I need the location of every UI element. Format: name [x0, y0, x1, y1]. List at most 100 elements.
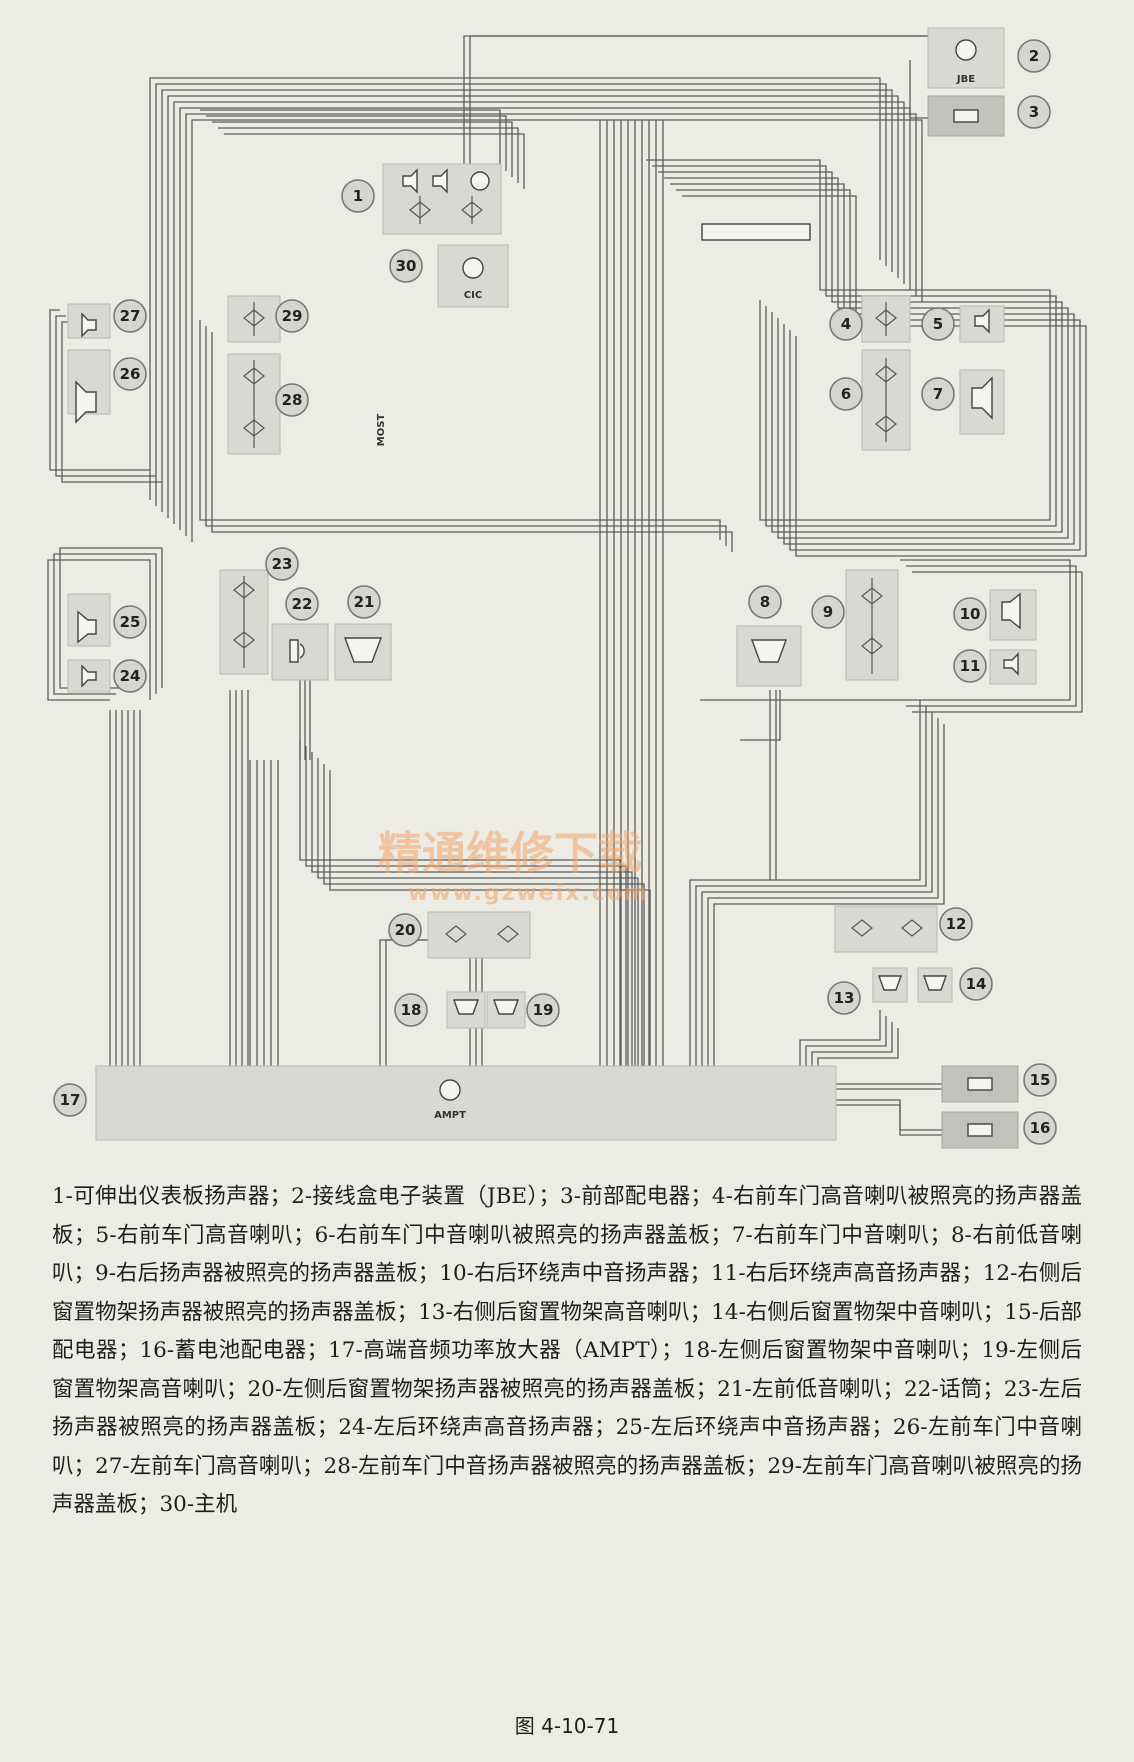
callout-number: 17	[60, 1091, 81, 1109]
callout-number: 11	[960, 657, 981, 675]
callout-circle	[347, 585, 381, 619]
speaker-icon	[75, 380, 97, 424]
wire	[149, 77, 881, 500]
watermark-title: 精通维修下载	[378, 828, 642, 879]
connector-icon	[701, 223, 811, 241]
callout-number: 23	[272, 555, 293, 573]
amplifier-box	[95, 1065, 837, 1141]
callout-13: 13	[827, 981, 861, 1015]
speaker-icon	[974, 308, 990, 334]
callout-number: 15	[1030, 1071, 1051, 1089]
lamp-icon	[861, 578, 883, 674]
callout-circle	[829, 307, 863, 341]
callout-30: 30	[389, 249, 423, 283]
callout-number: 19	[533, 1001, 554, 1019]
wire	[652, 165, 1057, 527]
microphone-icon	[289, 639, 305, 663]
speaker-icon	[402, 168, 418, 194]
callout-circle	[959, 967, 993, 1001]
callout-number: 29	[282, 307, 303, 325]
wire	[299, 740, 621, 1066]
most-bus-label: MOST	[376, 414, 387, 447]
callout-number: 21	[354, 593, 375, 611]
lamp-icon	[243, 302, 265, 336]
callout-number: 6	[841, 385, 851, 403]
wire	[469, 35, 934, 165]
rs-shelf-cover-box	[834, 905, 938, 953]
callout-22: 22	[285, 587, 319, 621]
callout-number: 8	[760, 593, 770, 611]
lamp-icon	[461, 196, 483, 224]
wire	[199, 320, 721, 540]
callout-circle	[953, 597, 987, 631]
motor-icon	[470, 171, 490, 191]
callout-26: 26	[113, 357, 147, 391]
wire	[317, 758, 639, 1084]
component-boxes	[67, 27, 1037, 1149]
wire	[185, 113, 917, 536]
callout-circle	[939, 907, 973, 941]
callout-circle	[921, 377, 955, 411]
wire	[664, 177, 1069, 539]
wire	[689, 700, 921, 1066]
callout-20: 20	[388, 913, 422, 947]
callout-8: 8	[748, 585, 782, 619]
callout-circle	[388, 913, 422, 947]
callout-circle	[113, 659, 147, 693]
head-unit-label: CIC	[464, 290, 482, 301]
wire	[49, 309, 150, 471]
callout-18: 18	[394, 993, 428, 1027]
wire	[695, 706, 927, 1072]
wire	[218, 127, 519, 183]
wire	[646, 159, 1051, 521]
speaker-icon	[77, 610, 97, 644]
wire	[329, 770, 651, 1096]
callout-number: 2	[1029, 47, 1039, 65]
jbe-icon	[955, 39, 977, 61]
wire	[212, 121, 513, 177]
callout-number: 28	[282, 391, 303, 409]
wire	[912, 571, 1083, 713]
lamp-icon	[875, 358, 897, 442]
wire	[740, 690, 781, 741]
wire	[658, 171, 1063, 533]
amplifier-icon	[439, 1079, 461, 1101]
callout-14: 14	[959, 967, 993, 1001]
callout-number: 20	[395, 921, 416, 939]
wire	[811, 1022, 893, 1078]
fuse-icon	[953, 109, 979, 123]
callout-circle	[113, 299, 147, 333]
callout-7: 7	[921, 377, 955, 411]
callout-23: 23	[265, 547, 299, 581]
wire-harness	[47, 35, 1087, 1136]
callout-12: 12	[939, 907, 973, 941]
wire	[909, 60, 928, 119]
lamp-icon	[851, 919, 923, 937]
callout-number: 7	[933, 385, 943, 403]
callout-15: 15	[1023, 1063, 1057, 1097]
callout-circle	[113, 357, 147, 391]
callout-21: 21	[347, 585, 381, 619]
callout-24: 24	[113, 659, 147, 693]
wire	[311, 752, 633, 1078]
lamp-icon	[445, 925, 519, 943]
watermark: 精通维修下载 www.gzweix.com	[378, 828, 647, 906]
callout-1: 1	[341, 179, 375, 213]
callout-circle	[829, 377, 863, 411]
callout-number: 27	[120, 307, 141, 325]
wire	[707, 718, 939, 1084]
callout-number: 16	[1030, 1119, 1051, 1137]
speaker-icon	[432, 168, 448, 194]
speaker-icon	[1003, 652, 1019, 676]
lamp-icon	[409, 196, 431, 224]
callout-number: 4	[841, 315, 851, 333]
wire	[682, 195, 1087, 557]
callout-circle	[1017, 39, 1051, 73]
callout-number: 12	[946, 915, 967, 933]
callout-number: 5	[933, 315, 943, 333]
callout-10: 10	[953, 597, 987, 631]
speaker-icon	[971, 376, 993, 420]
callout-25: 25	[113, 605, 147, 639]
speaker-icon	[878, 975, 902, 991]
